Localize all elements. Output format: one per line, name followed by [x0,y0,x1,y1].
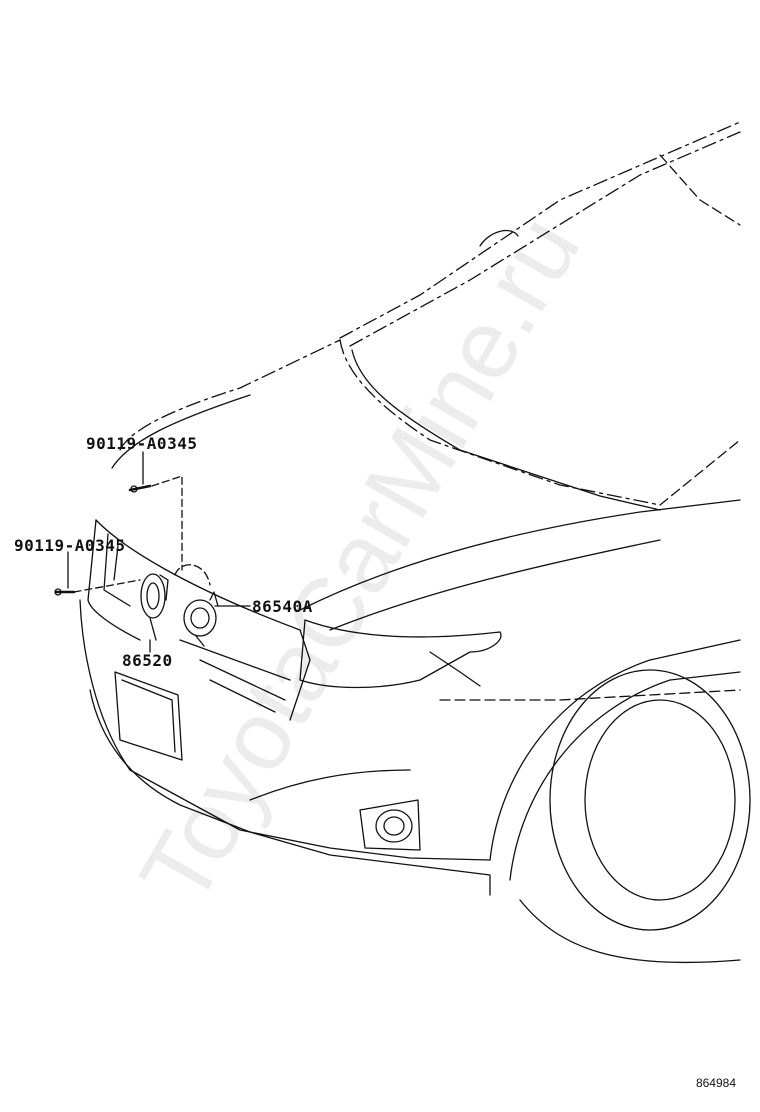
bolt-upper [128,484,152,493]
label-bolt-upper: 90119-A0345 [86,434,198,453]
figure-number: 864984 [695,1076,736,1090]
label-bolt-lower: 90119-A0345 [14,536,126,555]
horn-86520 [140,573,169,641]
horn-86540a [183,591,219,647]
label-horn-low: 86520 [122,651,173,670]
bolt-lower [54,588,76,596]
label-horn-high: 86540A [252,597,313,616]
